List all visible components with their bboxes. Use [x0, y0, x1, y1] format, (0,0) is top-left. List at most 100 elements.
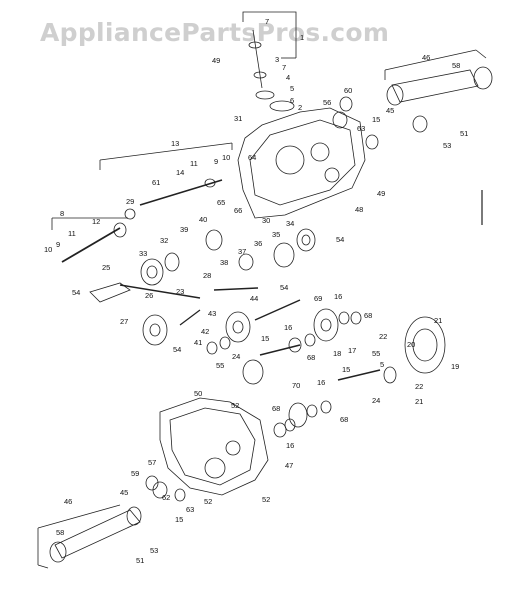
gear-36 [273, 242, 295, 268]
callout-label: 59 [131, 469, 139, 478]
left-axle-lower [54, 509, 141, 559]
callout-label: 37 [238, 247, 246, 256]
callout-label: 5 [290, 84, 294, 93]
callout-label: 13 [171, 139, 179, 148]
callout-label: 1 [300, 33, 304, 42]
callout-label: 27 [120, 317, 128, 326]
callout-label: 6 [290, 96, 294, 105]
callout-label: 68 [364, 311, 372, 320]
callout-label: 53 [443, 141, 451, 150]
callout-label: 42 [201, 327, 209, 336]
callout-label: 46 [64, 497, 72, 506]
callout-label: 50 [194, 389, 202, 398]
callout-label: 23 [176, 287, 184, 296]
callout-label: 56 [323, 98, 331, 107]
lower-housing [159, 397, 269, 496]
callout-label: 10 [44, 245, 52, 254]
callout-label: 16 [286, 441, 294, 450]
callout-label: 2 [298, 103, 302, 112]
callout-label: 15 [261, 334, 269, 343]
gear-70 [288, 402, 308, 428]
callout-label: 11 [68, 229, 76, 238]
callout-label: 4 [286, 73, 290, 82]
callout-label: 30 [262, 216, 270, 225]
callout-label: 16 [334, 292, 342, 301]
callout-label: 10 [222, 153, 230, 162]
callout-label: 34 [286, 219, 294, 228]
callout-label: 36 [254, 239, 262, 248]
callout-label: 14 [176, 168, 184, 177]
callout-label: 40 [199, 215, 207, 224]
callout-label: 33 [139, 249, 147, 258]
callout-label: 15 [372, 115, 380, 124]
callout-label: 39 [180, 225, 188, 234]
callout-label: 7 [265, 17, 269, 26]
gear-32 [164, 252, 180, 272]
callout-label: 12 [92, 217, 100, 226]
gear-19 [404, 316, 446, 374]
upper-housing [237, 107, 366, 219]
callout-label: 68 [340, 415, 348, 424]
callout-label: 43 [208, 309, 216, 318]
callout-label: 20 [407, 340, 415, 349]
callout-label: 47 [285, 461, 293, 470]
callout-label: 7 [282, 63, 286, 72]
callout-label: 22 [415, 382, 423, 391]
callout-label: 31 [234, 114, 242, 123]
callout-label: 54 [280, 283, 288, 292]
callout-label: 9 [214, 157, 218, 166]
callout-label: 54 [336, 235, 344, 244]
callout-label: 24 [232, 352, 240, 361]
callout-label: 64 [248, 153, 256, 162]
callout-label: 46 [422, 53, 430, 62]
gear-34 [296, 228, 316, 252]
callout-label: 44 [250, 294, 258, 303]
callout-label: 53 [150, 546, 158, 555]
callout-label: 19 [451, 362, 459, 371]
callout-label: 70 [292, 381, 300, 390]
callout-label: 8 [60, 209, 64, 218]
callout-label: 52 [231, 401, 239, 410]
callout-label: 25 [102, 263, 110, 272]
callout-label: 21 [434, 316, 442, 325]
callout-label: 16 [317, 378, 325, 387]
callout-label: 29 [126, 197, 134, 206]
callout-label: 15 [175, 515, 183, 524]
gear-37 [238, 253, 254, 271]
gear-27 [142, 314, 168, 346]
callout-label: 17 [348, 346, 356, 355]
callout-label: 55 [216, 361, 224, 370]
callout-label: 54 [173, 345, 181, 354]
callout-label: 28 [203, 271, 211, 280]
callout-label: 54 [72, 288, 80, 297]
gear-33 [140, 258, 164, 286]
callout-label: 65 [217, 198, 225, 207]
callout-label: 52 [262, 495, 270, 504]
callout-label: 45 [386, 106, 394, 115]
callout-label: 18 [333, 349, 341, 358]
gear-40 [205, 229, 223, 251]
callout-label: 16 [284, 323, 292, 332]
callout-label: 68 [307, 353, 315, 362]
callout-label: 62 [162, 493, 170, 502]
callout-label: 61 [152, 178, 160, 187]
callout-label: 60 [344, 86, 352, 95]
callout-label: 35 [272, 230, 280, 239]
callout-label: 9 [56, 240, 60, 249]
callout-label: 38 [220, 258, 228, 267]
gear-43 [225, 311, 251, 343]
callout-label: 45 [120, 488, 128, 497]
callout-label: 15 [342, 365, 350, 374]
callout-label: 58 [452, 61, 460, 70]
callout-label: 51 [136, 556, 144, 565]
gear-24 [242, 359, 264, 385]
gear-69 [313, 308, 339, 342]
callout-label: 49 [377, 189, 385, 198]
callout-label: 11 [190, 159, 198, 168]
callout-label: 3 [275, 55, 279, 64]
callout-label: 63 [186, 505, 194, 514]
callout-label: 68 [272, 404, 280, 413]
